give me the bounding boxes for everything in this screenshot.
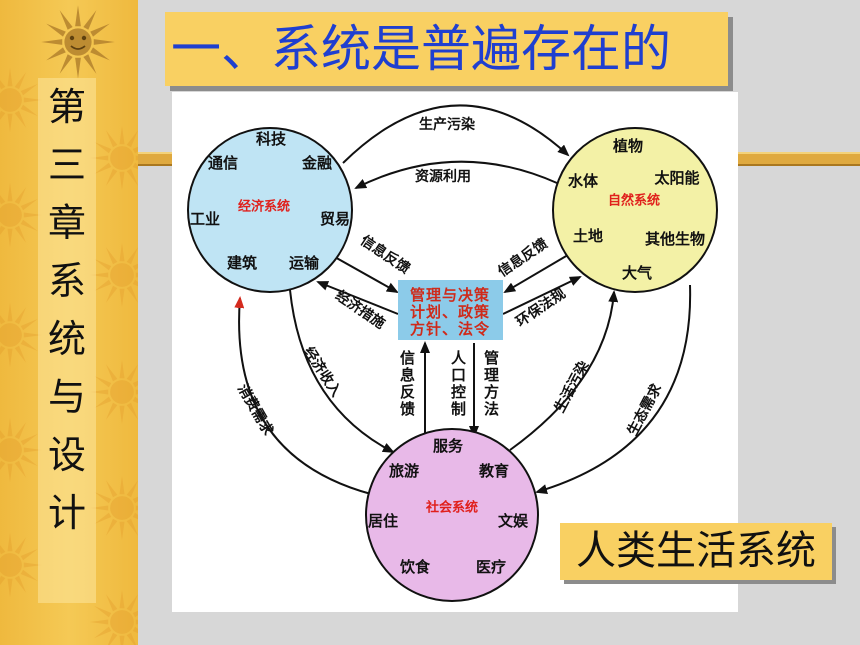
left-decor-panel: 第 三 章 系 统 与 设 计	[0, 0, 138, 645]
label-population-control: 人口控制	[449, 350, 467, 418]
arrow-natural-to-center	[503, 251, 574, 294]
sun-icon	[0, 417, 43, 483]
sun-icon	[0, 67, 43, 133]
economic-system-name: 经济系统	[238, 199, 290, 215]
sun-icon	[89, 359, 138, 425]
management-line: 方针、法令	[410, 320, 490, 338]
economic-system-circle	[187, 127, 353, 293]
decor-bar-left	[138, 152, 172, 166]
chapter-title-vertical: 第 三 章 系 统 与 设 计	[38, 78, 96, 603]
label-resource-use: 资源利用	[415, 168, 471, 185]
economic-item: 建筑	[227, 254, 257, 272]
arrow-social-to-econ	[234, 296, 372, 495]
chapter-char: 章	[47, 201, 86, 245]
chapter-char: 三	[47, 143, 86, 187]
economic-item: 通信	[208, 154, 238, 172]
decor-bar-right	[738, 152, 860, 166]
economic-item: 科技	[256, 130, 287, 148]
natural-item: 土地	[573, 227, 603, 245]
sun-face-icon	[69, 35, 87, 50]
chapter-char: 计	[47, 491, 86, 535]
economic-item: 金融	[301, 154, 332, 172]
arrow-natural-to-econ	[354, 160, 558, 189]
natural-item: 其他生物	[645, 230, 705, 248]
arrow-center-to-natural	[502, 276, 582, 315]
arrow-natural-to-social	[535, 284, 692, 494]
arrow-social-to-natural	[509, 290, 619, 451]
label-management-methods: 管理方法	[482, 350, 500, 418]
chapter-char: 第	[47, 85, 86, 129]
social-item: 饮食	[399, 558, 431, 576]
label-social-feedback: 信息反馈	[398, 350, 416, 418]
economic-item: 贸易	[320, 210, 350, 228]
natural-item: 植物	[613, 137, 643, 155]
sun-icon	[89, 475, 138, 541]
sun-icon	[0, 302, 43, 368]
economic-item: 运输	[289, 254, 320, 272]
social-system-name: 社会系统	[425, 500, 478, 516]
social-item: 医疗	[476, 558, 506, 576]
sun-face-icon	[41, 5, 115, 79]
natural-item: 水体	[568, 172, 599, 190]
natural-system-circle	[552, 127, 718, 293]
arrow-econ-to-natural	[342, 104, 570, 164]
chapter-char: 设	[47, 433, 86, 477]
management-box	[398, 280, 503, 340]
sun-icon	[0, 532, 43, 598]
sun-icon	[89, 125, 138, 191]
management-line: 管理与决策	[410, 286, 490, 304]
social-item: 旅游	[389, 462, 419, 480]
social-item: 居住	[368, 512, 398, 530]
caption-human-living-system: 人类生活系统	[560, 523, 832, 580]
slide-title: 一、系统是普遍存在的	[165, 12, 728, 86]
system-diagram: 管理与决策 计划、政策 方针、法令 科技 通信 金融 经济系统 工业 贸易 建筑…	[172, 92, 738, 612]
label-production-pollution: 生产污染	[419, 116, 476, 133]
social-item: 教育	[478, 462, 509, 480]
social-item: 文娱	[498, 512, 529, 530]
social-system-circle	[365, 428, 539, 602]
management-line: 计划、政策	[410, 303, 490, 321]
arrow-econ-to-social	[289, 289, 395, 453]
natural-item: 大气	[622, 264, 652, 282]
sun-icon	[89, 242, 138, 308]
chapter-char: 与	[47, 375, 86, 419]
natural-system-name: 自然系统	[608, 193, 660, 209]
natural-item: 太阳能	[654, 169, 699, 187]
chapter-char: 系	[47, 259, 86, 303]
sun-pattern	[0, 5, 138, 645]
sun-icon	[0, 182, 43, 248]
arrow-econ-to-center	[332, 255, 399, 293]
economic-item: 工业	[190, 210, 220, 228]
chapter-char: 统	[47, 317, 86, 361]
arrow-center-to-econ	[316, 281, 399, 315]
social-item: 服务	[433, 437, 464, 455]
sun-icon	[89, 589, 138, 645]
